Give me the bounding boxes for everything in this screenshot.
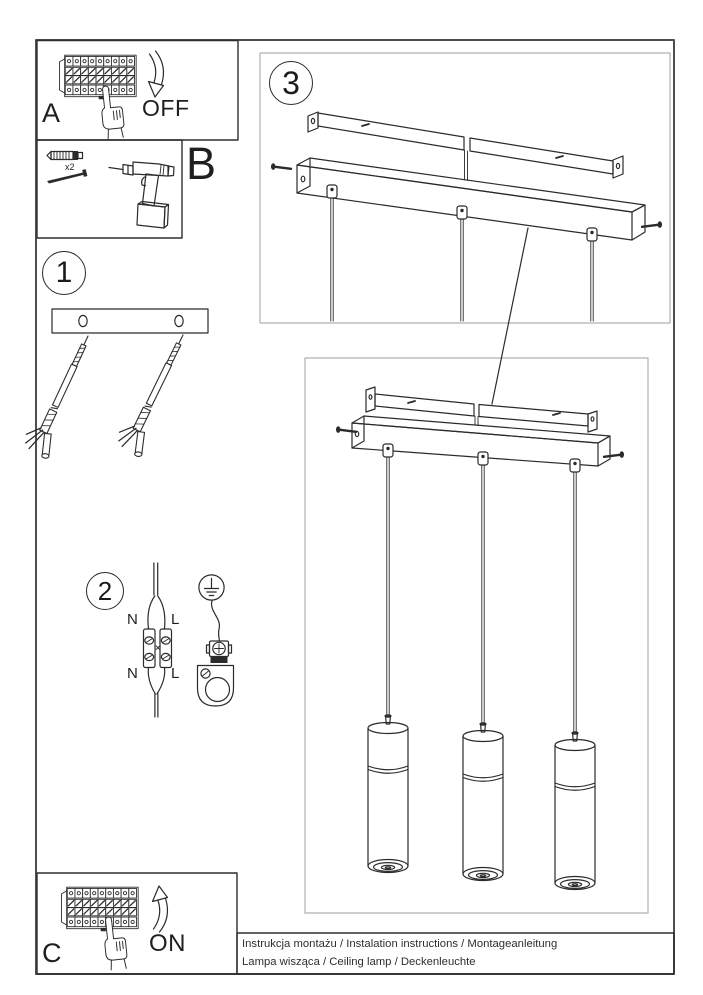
power-on-label: ON (149, 930, 186, 957)
mounting-rail-icon (307, 111, 624, 181)
step-2-badge: 2 (86, 572, 124, 610)
box-step-b (36, 139, 183, 239)
mounting-screw-icon (47, 169, 88, 184)
wall-plug-icon (46, 150, 84, 161)
ground-clamp-icon (196, 599, 235, 707)
step-3-badge: 3 (269, 61, 313, 105)
lamp-suspension-cable-icon (386, 456, 577, 734)
terminal-block-icon (142, 562, 173, 718)
box-step-c (36, 872, 238, 975)
footer-instructions-line: Instrukcja montażu / Instalation instruc… (242, 938, 558, 950)
anchor-quantity-label: x2 (65, 162, 75, 172)
earth-ground-icon (198, 574, 225, 601)
pendant-cylinder-icon (367, 714, 596, 891)
step-a-label: A (42, 98, 61, 128)
wire-l-bottom-label: L (171, 665, 180, 682)
box-lamp-overview (304, 357, 649, 914)
circuit-breaker-panel-icon (59, 55, 136, 99)
wire-l-top-label: L (171, 611, 180, 628)
box-step-3 (259, 52, 671, 324)
step-1-badge: 1 (42, 251, 86, 295)
outer-frame (35, 39, 675, 975)
step-c-label: C (42, 938, 62, 968)
curved-arrow-down-icon (147, 50, 165, 98)
ceiling-plate-icon (51, 308, 209, 334)
circuit-breaker-panel-icon-c (61, 887, 138, 931)
lamp-mounting-rail-icon (365, 386, 598, 433)
step-b-label: B (186, 138, 217, 189)
drill-icon (108, 161, 175, 229)
expansion-anchor-icon (19, 328, 199, 462)
suspension-cable-icon (330, 197, 594, 322)
canopy-icon (269, 157, 664, 242)
wire-n-bottom-label: N (127, 665, 138, 682)
detail-pointer-line (491, 227, 529, 405)
wire-n-top-label: N (127, 611, 138, 628)
curved-arrow-up-icon (151, 885, 169, 933)
footer-product-line: Lampa wisząca / Ceiling lamp / Deckenleu… (242, 956, 476, 968)
box-footer (236, 932, 675, 975)
lamp-canopy-icon (334, 415, 626, 473)
power-off-label: OFF (142, 95, 190, 121)
